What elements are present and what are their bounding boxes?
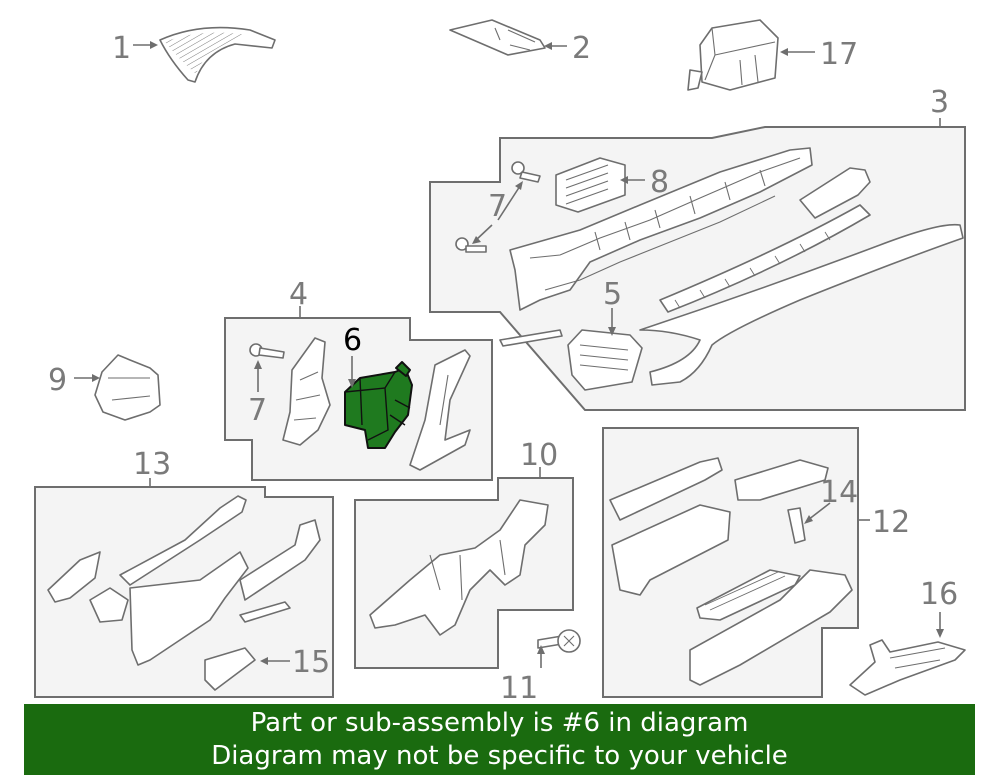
- part-2-bracket: [449, 19, 546, 56]
- callout-6-highlighted: 6: [343, 323, 362, 358]
- part-16-mount-bracket: [849, 639, 966, 696]
- part-4-side-bracket: [282, 337, 331, 446]
- part-9-side-cover: [94, 354, 161, 421]
- part-3-dash-assembly: [499, 147, 813, 347]
- part-3-vent-strip: [659, 167, 871, 313]
- callout-14: 14: [820, 475, 858, 510]
- callout-13: 13: [133, 447, 171, 482]
- notice-banner: Part or sub-assembly is #6 in diagram Di…: [24, 704, 975, 775]
- part-6-highlighted-bracket: [344, 361, 413, 449]
- part-17-airbag-module: [687, 19, 779, 91]
- screw-icon: [511, 161, 541, 183]
- callout-12: 12: [872, 505, 910, 540]
- part-4-trim-pillar: [409, 349, 471, 471]
- part-3-dash-trim-sweep: [639, 223, 964, 386]
- callout-17: 17: [820, 37, 858, 72]
- callout-3: 3: [930, 85, 949, 120]
- callout-15: 15: [292, 645, 330, 680]
- callout-16: 16: [920, 577, 958, 612]
- callout-2: 2: [572, 31, 591, 66]
- part-12-glove-box-assembly: [609, 457, 853, 686]
- screw-icon: [249, 343, 285, 359]
- leader-lines: [74, 41, 944, 668]
- banner-line-1: Part or sub-assembly is #6 in diagram: [250, 708, 749, 738]
- callout-11: 11: [500, 671, 538, 706]
- part-5-side-vent: [567, 329, 643, 391]
- callout-9: 9: [48, 363, 67, 398]
- callout-8: 8: [650, 165, 669, 200]
- banner-line-2: Diagram may not be specific to your vehi…: [211, 741, 788, 771]
- callout-4: 4: [289, 277, 308, 312]
- callout-7: 7: [248, 393, 267, 428]
- part-8-center-vent: [555, 157, 626, 213]
- part-1-trim-panel: [159, 26, 276, 83]
- callout-1: 1: [112, 31, 131, 66]
- clip-icon: [537, 629, 581, 653]
- part-10-support-frame: [369, 499, 549, 636]
- callout-7: 7: [488, 189, 507, 224]
- callout-5: 5: [603, 277, 622, 312]
- screw-icon: [455, 237, 487, 253]
- part-13-knee-bolster: [47, 495, 321, 691]
- callout-10: 10: [520, 438, 558, 473]
